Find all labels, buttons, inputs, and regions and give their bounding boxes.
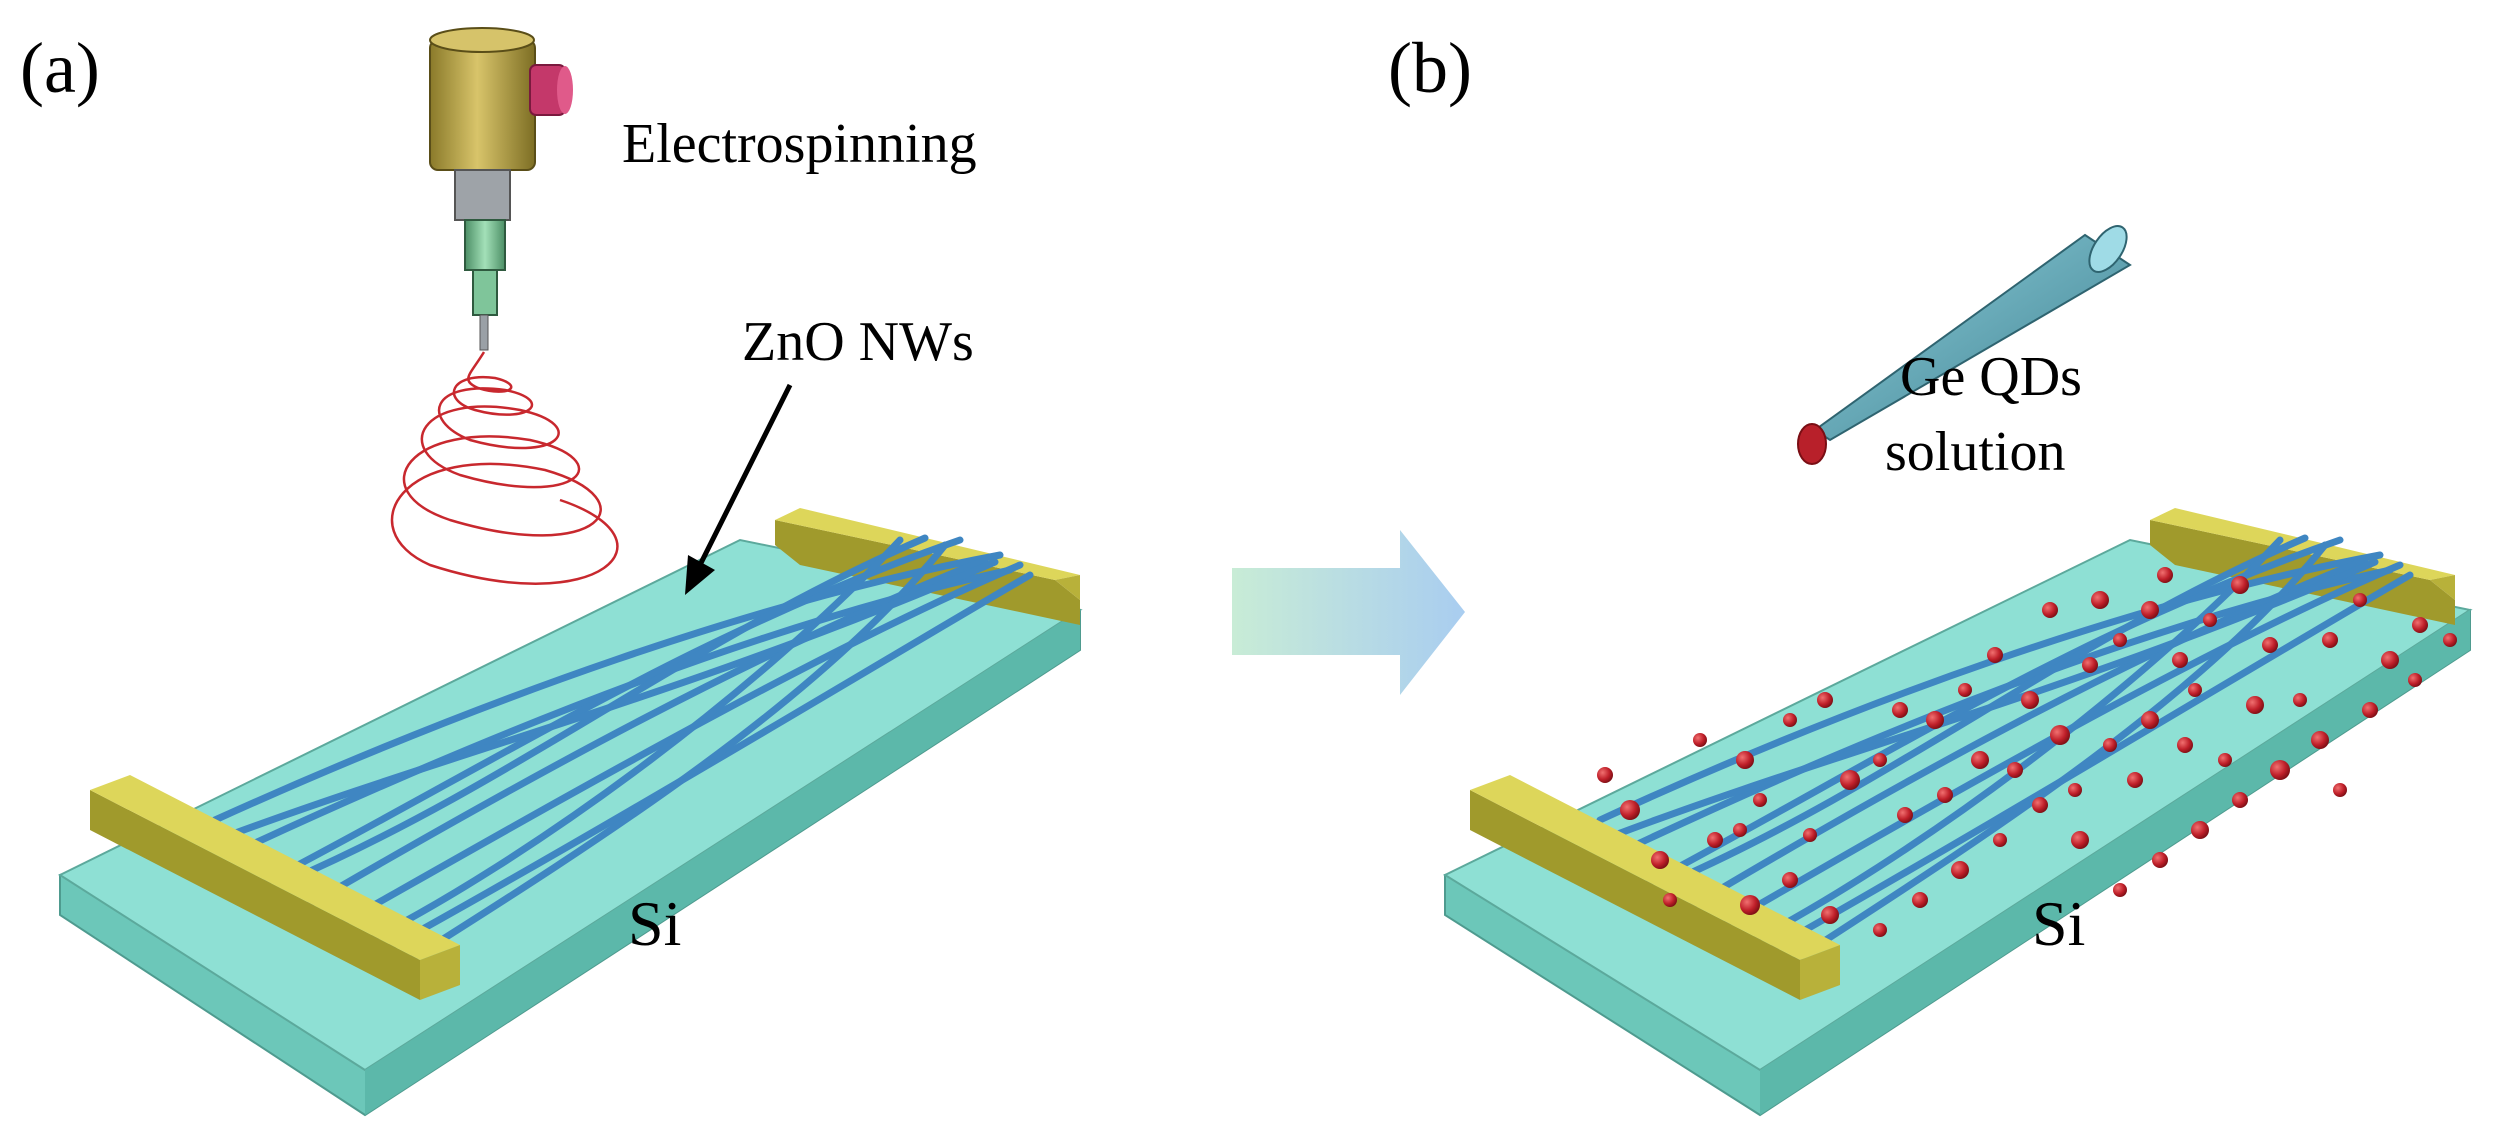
quantum-dot bbox=[1873, 923, 1887, 937]
quantum-dot bbox=[2408, 673, 2422, 687]
panel-a: (a) bbox=[20, 27, 1083, 1117]
fiber-spiral bbox=[390, 351, 619, 585]
quantum-dot bbox=[2177, 737, 2193, 753]
quantum-dot bbox=[2311, 731, 2329, 749]
quantum-dot bbox=[1971, 751, 1989, 769]
pipette-icon bbox=[1797, 225, 2132, 465]
quantum-dot bbox=[2071, 831, 2089, 849]
quantum-dot bbox=[2127, 772, 2143, 788]
ge-qds-label-line1: Ge QDs bbox=[1900, 346, 2082, 408]
si-label-b: Si bbox=[2032, 888, 2085, 959]
quantum-dot bbox=[2232, 792, 2248, 808]
quantum-dot bbox=[1817, 692, 1833, 708]
quantum-dot bbox=[2353, 593, 2367, 607]
quantum-dot bbox=[2246, 696, 2264, 714]
panel-b: (b) bbox=[1388, 28, 2473, 1117]
quantum-dot bbox=[2293, 693, 2307, 707]
quantum-dot bbox=[2443, 633, 2457, 647]
quantum-dot bbox=[2082, 657, 2098, 673]
quantum-dot bbox=[2007, 762, 2023, 778]
quantum-dot bbox=[2270, 760, 2290, 780]
quantum-dot bbox=[1693, 733, 1707, 747]
quantum-dot bbox=[2113, 633, 2127, 647]
quantum-dot bbox=[1663, 893, 1677, 907]
quantum-dot bbox=[2203, 613, 2217, 627]
quantum-dot bbox=[2050, 725, 2070, 745]
quantum-dot bbox=[1892, 702, 1908, 718]
quantum-dot bbox=[2141, 711, 2159, 729]
quantum-dot bbox=[2191, 821, 2209, 839]
syringe-nozzle-icon bbox=[429, 27, 573, 351]
quantum-dot bbox=[1782, 872, 1798, 888]
zno-nanowires-b bbox=[1596, 534, 2414, 964]
quantum-dot bbox=[2218, 753, 2232, 767]
quantum-dot bbox=[2412, 617, 2428, 633]
quantum-dot bbox=[1912, 892, 1928, 908]
quantum-dot bbox=[1620, 800, 1640, 820]
quantum-dot bbox=[1597, 767, 1613, 783]
substrate-front bbox=[365, 610, 1080, 1115]
quantum-dot bbox=[2322, 632, 2338, 648]
quantum-dot bbox=[2042, 602, 2058, 618]
si-label-a: Si bbox=[628, 888, 681, 959]
quantum-dot bbox=[2152, 852, 2168, 868]
quantum-dot bbox=[1873, 753, 1887, 767]
panel-a-label: (a) bbox=[20, 28, 100, 108]
quantum-dot bbox=[2333, 783, 2347, 797]
quantum-dot bbox=[1897, 807, 1913, 823]
electrospinning-label: Electrospinning bbox=[622, 113, 977, 175]
quantum-dot bbox=[1958, 683, 1972, 697]
quantum-dot bbox=[2141, 601, 2159, 619]
electrode-near-a bbox=[90, 775, 460, 1000]
quantum-dot bbox=[1707, 832, 1723, 848]
quantum-dot bbox=[2068, 783, 2082, 797]
quantum-dot bbox=[1783, 713, 1797, 727]
quantum-dot bbox=[1733, 823, 1747, 837]
quantum-dot bbox=[1937, 787, 1953, 803]
ge-quantum-dots bbox=[1597, 567, 2457, 937]
quantum-dot bbox=[2172, 652, 2188, 668]
quantum-dot bbox=[1926, 711, 1944, 729]
zno-nanowires bbox=[211, 534, 1034, 964]
quantum-dot bbox=[1987, 647, 2003, 663]
quantum-dot bbox=[2032, 797, 2048, 813]
quantum-dot bbox=[2103, 738, 2117, 752]
quantum-dot bbox=[1651, 851, 1669, 869]
quantum-dot bbox=[2021, 691, 2039, 709]
quantum-dot bbox=[1840, 770, 1860, 790]
quantum-dot bbox=[2157, 567, 2173, 583]
quantum-dot bbox=[2091, 591, 2109, 609]
quantum-dot bbox=[2113, 883, 2127, 897]
right-arrow-icon bbox=[1232, 530, 1465, 695]
zno-nws-label: ZnO NWs bbox=[742, 311, 974, 373]
panel-b-label: (b) bbox=[1388, 28, 1472, 108]
pointer-arrow bbox=[685, 383, 793, 595]
ge-qds-label-line2: solution bbox=[1885, 421, 2065, 483]
quantum-dot bbox=[1821, 906, 1839, 924]
quantum-dot bbox=[2362, 702, 2378, 718]
quantum-dot bbox=[1951, 861, 1969, 879]
quantum-dot bbox=[1740, 895, 1760, 915]
quantum-dot bbox=[1753, 793, 1767, 807]
quantum-dot bbox=[2381, 651, 2399, 669]
quantum-dot bbox=[1803, 828, 1817, 842]
quantum-dot bbox=[1736, 751, 1754, 769]
quantum-dot bbox=[2262, 637, 2278, 653]
quantum-dot bbox=[2231, 576, 2249, 594]
quantum-dot bbox=[1993, 833, 2007, 847]
quantum-dot bbox=[2188, 683, 2202, 697]
